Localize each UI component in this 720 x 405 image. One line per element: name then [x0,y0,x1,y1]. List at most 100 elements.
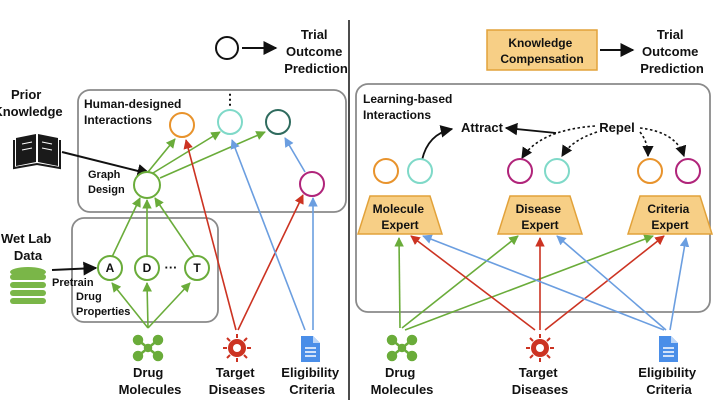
molecule-icon [386,334,418,362]
svg-text:Eligibility Criteria: Eligibility Criteria [638,365,699,397]
edge-a-to-embed [111,197,141,258]
learning-based-line1: Learning-based [363,92,452,106]
human-designed-line2: Interactions [84,113,152,127]
svg-text:Criteria Expert: Criteria Expert [647,202,692,232]
svg-text:Target Diseases: Target Diseases [209,365,265,397]
human-designed-line1: Human-designed [84,97,181,111]
right-legend-line1: Trial [657,27,684,42]
property-node-d [134,255,160,281]
left-edges [111,131,318,331]
svg-text:Trial Outcome Predicti: Trial Outcome Prediction [640,27,704,76]
edge-t-to-embed [154,197,196,258]
edge-drug-to-t [147,282,191,329]
property-node-a-label: A [106,261,115,275]
prior-knowledge-arrow [61,151,152,178]
edge-criteria-to-teal [230,139,306,331]
svg-text:Wet Lab Data: Wet Lab Data [1,231,55,263]
legend-label-line2: Outcome [286,44,342,59]
edge-embed-to-dark [159,131,266,179]
disease-expert [496,195,584,235]
right-drug-line2: Molecules [371,382,434,397]
edge-drug-to-criteria-expert [404,234,654,331]
outcome-legend-node [215,36,239,60]
edge-drug-to-a [111,282,149,329]
document-icon [659,336,678,362]
svg-text:Drug Molecules: Drug Molecules [371,365,434,397]
criteria-node-magenta-right [675,158,701,184]
right-legend-line3: Prediction [640,61,704,76]
molecule-node-orange [373,158,399,184]
svg-text:Molecule Expert: Molecule Expert [373,202,428,232]
left-criteria-line2: Criteria [289,382,335,397]
pretrain-label: Pretrain [52,277,94,289]
edge-embed-to-teal [152,131,221,174]
pretrain-arrow [51,261,98,276]
edge-disease-to-criteria-expert [544,235,665,331]
virus-icon [223,334,251,362]
interaction-node-orange [169,112,195,138]
molecule-node-teal [407,158,433,184]
disease-expert-line1: Disease [516,202,562,216]
edge-criteria-to-disease-expert [556,235,667,331]
disease-node-teal [544,158,570,184]
svg-text:Disease Expert: Disease Expert [516,202,565,232]
criteria-node-magenta [299,171,325,197]
svg-text:Learning-based Interaction: Learning-based Interactions [363,92,456,122]
edge-disease-to-orange [183,139,237,331]
edge-criteria-to-molecule-expert [422,234,665,331]
left-disease-line2: Diseases [209,382,265,397]
property-node-t [184,255,210,281]
criteria-node-orange [637,158,663,184]
prior-knowledge-line1: Prior [11,87,41,102]
interaction-node-dark-teal [265,109,291,135]
edge-embed-to-orange [147,138,176,173]
criteria-expert-line2: Expert [651,218,688,232]
svg-text:Human-designed Interaction: Human-designed Interactions [84,97,185,127]
interaction-node-teal [217,109,243,135]
molecule-expert-line2: Expert [381,218,418,232]
right-disease-line2: Diseases [512,382,568,397]
knowledge-compensation-line2: Compensation [500,52,583,66]
criteria-expert [626,195,714,235]
repel-label: Repel [599,120,634,135]
svg-text:Trial Outcome Predicti: Trial Outcome Prediction [284,27,348,76]
learning-based-line2: Interactions [363,108,431,122]
virus-icon [526,334,554,362]
knowledge-compensation-line1: Knowledge [508,36,572,50]
repel-arrow-left-teal [561,131,598,157]
property-ellipsis: ··· [165,260,178,275]
repel-arrow-right-orange [639,131,654,158]
vertical-ellipsis: ⋮ [223,91,237,107]
edge-disease-to-magenta [237,194,304,331]
right-edges [394,234,690,331]
repel-arrow-left-magenta [521,125,596,159]
edge-drug-to-disease-expert [401,235,519,329]
disease-node-magenta [507,158,533,184]
disease-expert-line2: Expert [521,218,558,232]
drug-embedding-node [133,171,161,199]
drug-properties-line2: Properties [76,306,130,318]
svg-text:Drug Molecules: Drug Molecules [119,365,182,397]
legend-label-line3: Prediction [284,61,348,76]
graph-design-line1: Graph [88,169,121,181]
edge-disease-to-molecule-expert [410,235,536,331]
property-node-t-label: T [193,261,201,275]
left-criteria-line1: Eligibility [281,365,340,380]
edge-criteria-to-criteria-expert [669,237,690,331]
document-icon [301,336,320,362]
left-drug-line2: Molecules [119,382,182,397]
wet-lab-line2: Data [14,248,43,263]
left-disease-line1: Target [216,365,255,380]
human-designed-box [77,89,347,213]
svg-text:Target Diseases: Target Diseases [512,365,568,397]
molecule-expert-line1: Molecule [373,202,425,216]
drug-properties-line1: Drug [76,291,102,303]
molecule-expert [356,195,444,235]
property-node-a [97,255,123,281]
graph-design-line2: Design [88,184,125,196]
attract-label: Attract [461,120,504,135]
svg-text:Prior Knowledge: Prior Knowledge [0,87,63,119]
learning-based-box [355,83,711,313]
